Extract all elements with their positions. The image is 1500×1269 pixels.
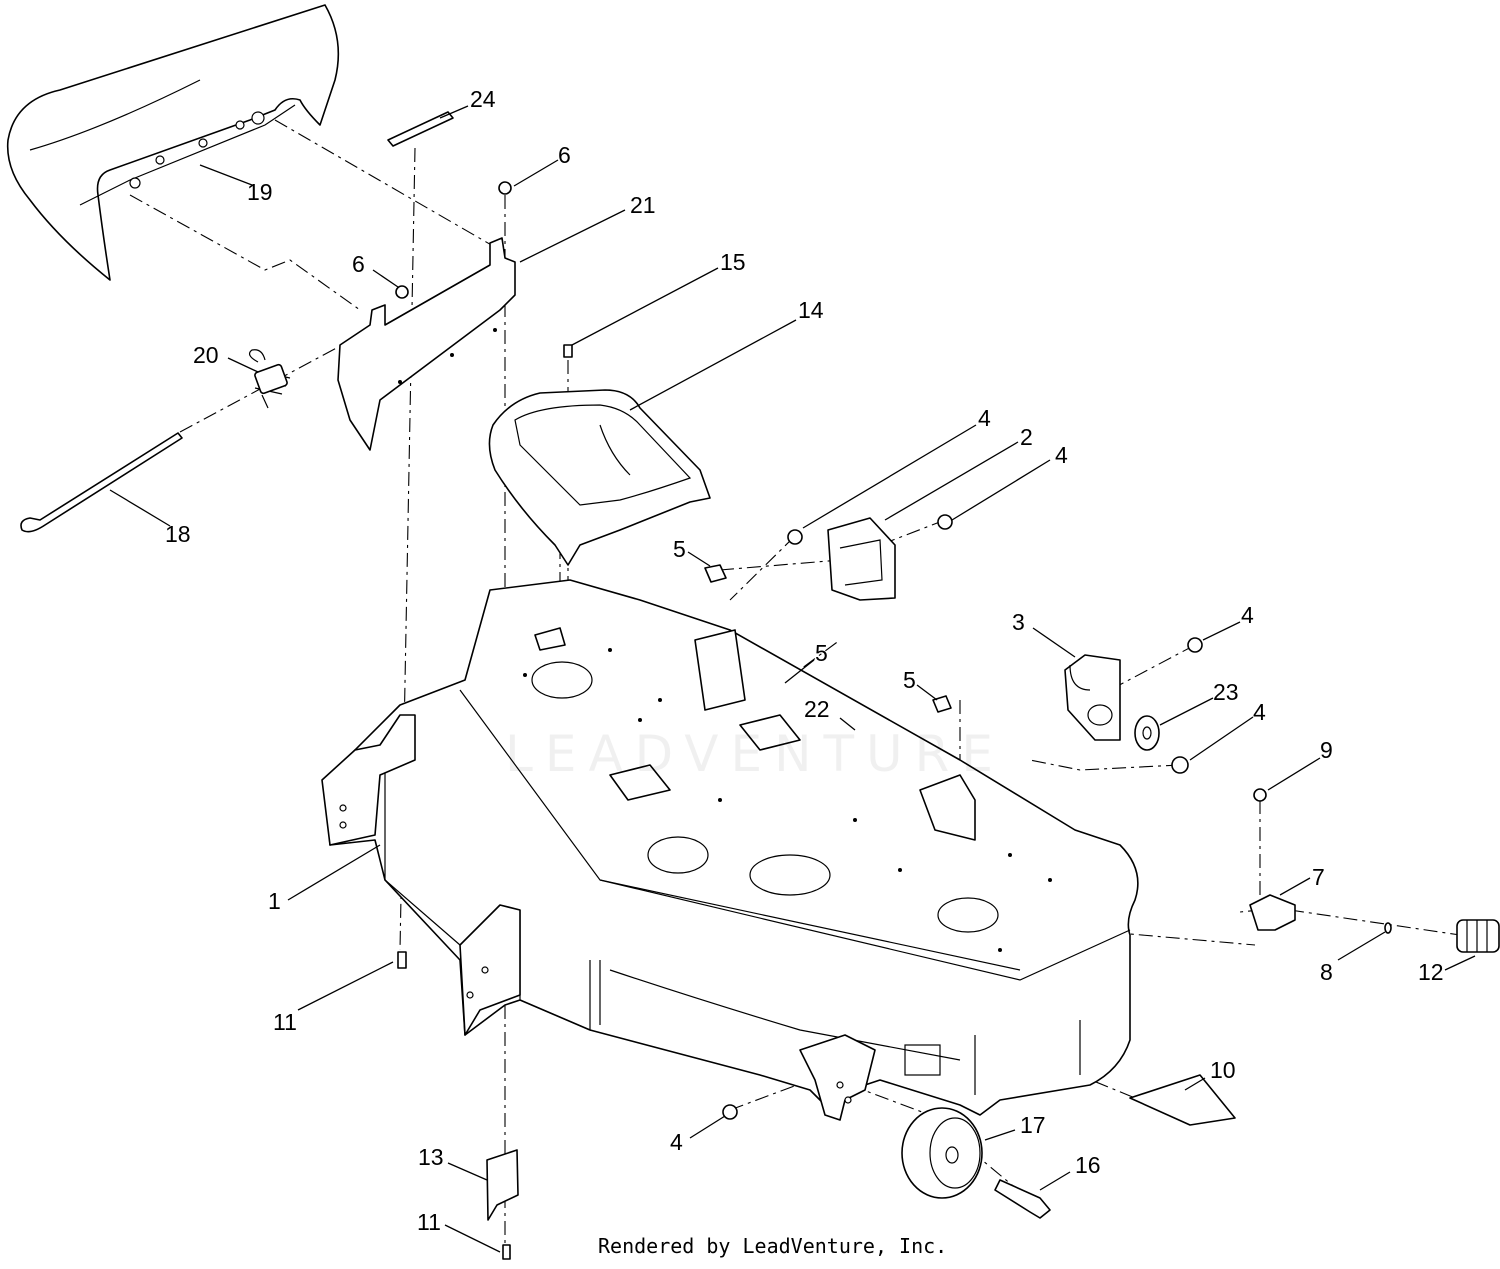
callout-2: 2 <box>1020 424 1033 450</box>
callout-4-e: 4 <box>670 1129 683 1155</box>
callout-5-a: 5 <box>673 536 686 562</box>
caster-wheel <box>901 1107 983 1199</box>
bolt-15 <box>563 344 573 358</box>
callout-5-b: 5 <box>815 640 828 666</box>
callout-21: 21 <box>630 192 656 218</box>
callout-12: 12 <box>1418 959 1444 985</box>
callout-13: 13 <box>418 1144 444 1170</box>
leader-lines <box>109 105 1476 1253</box>
bracket-3 <box>1064 654 1121 741</box>
bolt-9 <box>1253 788 1267 802</box>
callout-6-left: 6 <box>352 251 365 277</box>
callout-8: 8 <box>1320 959 1333 985</box>
callout-20: 20 <box>193 342 219 368</box>
callout-7: 7 <box>1312 864 1325 890</box>
render-credit: Rendered by LeadVenture, Inc. <box>598 1234 948 1258</box>
callout-22: 22 <box>804 696 830 722</box>
bolt-5-a <box>704 564 727 583</box>
callout-1: 1 <box>268 888 281 914</box>
nut-6-left <box>395 285 409 299</box>
bolt-5-c <box>932 695 952 713</box>
bolt-16 <box>994 1179 1051 1219</box>
callout-3: 3 <box>1012 609 1025 635</box>
callout-11-top: 11 <box>273 1009 297 1035</box>
callout-14: 14 <box>798 297 824 323</box>
mower-deck <box>324 579 1139 1116</box>
callout-9: 9 <box>1320 737 1333 763</box>
callout-19: 19 <box>247 179 273 205</box>
callout-6-top: 6 <box>558 142 571 168</box>
nut-4-b <box>937 514 953 530</box>
discharge-chute <box>6 4 340 281</box>
torsion-spring <box>248 349 291 409</box>
cap-12 <box>1456 919 1500 953</box>
callout-15: 15 <box>720 249 746 275</box>
callout-18: 18 <box>165 521 191 547</box>
callout-23: 23 <box>1213 679 1239 705</box>
bolt-11-top <box>397 951 407 969</box>
deck-side-plate <box>321 714 521 1036</box>
callout-24: 24 <box>470 86 496 112</box>
clip-13 <box>486 1149 519 1221</box>
callout-10: 10 <box>1210 1057 1236 1083</box>
wheel-23 <box>1134 715 1160 751</box>
belt-cover <box>488 389 711 566</box>
nut-4-c <box>1187 637 1203 653</box>
washer-8 <box>1384 922 1392 934</box>
chute-bracket <box>337 237 516 451</box>
callout-4-d: 4 <box>1253 699 1266 725</box>
bolt-11-bottom <box>502 1244 511 1260</box>
caster-bracket <box>799 1034 876 1121</box>
callout-4-c: 4 <box>1241 602 1254 628</box>
decal-24 <box>387 111 454 147</box>
callout-11-bottom: 11 <box>417 1209 441 1235</box>
callout-labels: 24 19 6 21 6 15 14 20 18 4 2 4 5 5 3 4 5… <box>165 86 1444 1235</box>
nut-4-a <box>787 529 803 545</box>
bracket-2 <box>827 517 896 601</box>
callout-4-a: 4 <box>978 405 991 431</box>
fitting-7 <box>1249 894 1296 931</box>
callout-16: 16 <box>1075 1152 1101 1178</box>
nut-4-d <box>1171 756 1189 774</box>
shield-10 <box>1129 1074 1236 1126</box>
callout-17: 17 <box>1020 1112 1046 1138</box>
nut-6-top <box>498 181 512 195</box>
nut-4-e <box>722 1104 738 1120</box>
callout-5-c: 5 <box>903 667 916 693</box>
chute-rod <box>20 432 183 533</box>
callout-4-b: 4 <box>1055 442 1068 468</box>
